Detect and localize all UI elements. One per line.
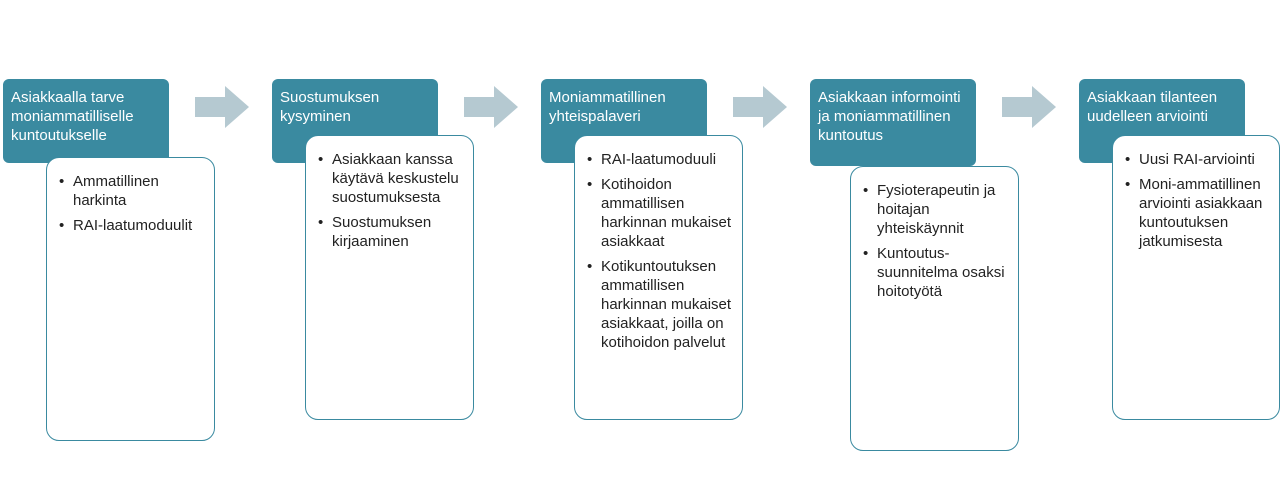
arrow-shape <box>733 86 787 128</box>
step-1-body: Ammatillinen harkinta RAI-laatumoduulit <box>46 157 215 441</box>
arrow-right-icon <box>733 86 787 128</box>
step-2-list: Asiakkaan kanssa käytävä keskustelu suos… <box>318 150 465 251</box>
step-5-title: Asiakkaan tilanteen uudelleen arviointi <box>1087 89 1218 125</box>
arrow-right-icon <box>1002 86 1056 128</box>
list-item: RAI-laatumoduuli <box>587 150 734 169</box>
list-item: Ammatillinen harkinta <box>59 172 206 210</box>
step-3-body: RAI-laatumoduuli Kotihoidon ammatillisen… <box>574 135 743 420</box>
list-item: Fysioterapeutin ja hoitajan yhteiskäynni… <box>863 181 1010 238</box>
list-item: Asiakkaan kanssa käytävä keskustelu suos… <box>318 150 465 207</box>
step-1-list: Ammatillinen harkinta RAI-laatumoduulit <box>59 172 206 235</box>
arrow-right-icon <box>195 86 249 128</box>
step-5-body: Uusi RAI-arviointi Moni-ammatillinen arv… <box>1112 135 1280 420</box>
arrow-shape <box>464 86 518 128</box>
step-4-title: Asiakkaan informointi ja moniammatilline… <box>818 89 961 144</box>
step-1-header: Asiakkaalla tarve moniammatilliselle kun… <box>3 79 169 163</box>
list-item: Moni-ammatillinen arviointi asiakkaan ku… <box>1125 175 1271 251</box>
step-2-body: Asiakkaan kanssa käytävä keskustelu suos… <box>305 135 474 420</box>
step-4-body: Fysioterapeutin ja hoitajan yhteiskäynni… <box>850 166 1019 451</box>
step-1-title: Asiakkaalla tarve moniammatilliselle kun… <box>11 89 134 144</box>
list-item: Suostumuksen kirjaaminen <box>318 213 465 251</box>
list-item: Kuntoutus-suunnitelma osaksi hoitotyötä <box>863 244 1010 301</box>
arrow-right-icon <box>464 86 518 128</box>
step-5-list: Uusi RAI-arviointi Moni-ammatillinen arv… <box>1125 150 1271 251</box>
step-3-title: Moniammatillinen yhteispalaveri <box>549 89 666 125</box>
list-item: RAI-laatumoduulit <box>59 216 206 235</box>
step-4-list: Fysioterapeutin ja hoitajan yhteiskäynni… <box>863 181 1010 301</box>
arrow-shape <box>195 86 249 128</box>
list-item: Kotihoidon ammatillisen harkinnan mukais… <box>587 175 734 251</box>
step-4-header: Asiakkaan informointi ja moniammatilline… <box>810 79 976 166</box>
step-2-title: Suostumuksen kysyminen <box>280 89 380 125</box>
step-3-list: RAI-laatumoduuli Kotihoidon ammatillisen… <box>587 150 734 352</box>
list-item: Kotikuntoutuksen ammatillisen harkinnan … <box>587 257 734 352</box>
list-item: Uusi RAI-arviointi <box>1125 150 1271 169</box>
arrow-shape <box>1002 86 1056 128</box>
